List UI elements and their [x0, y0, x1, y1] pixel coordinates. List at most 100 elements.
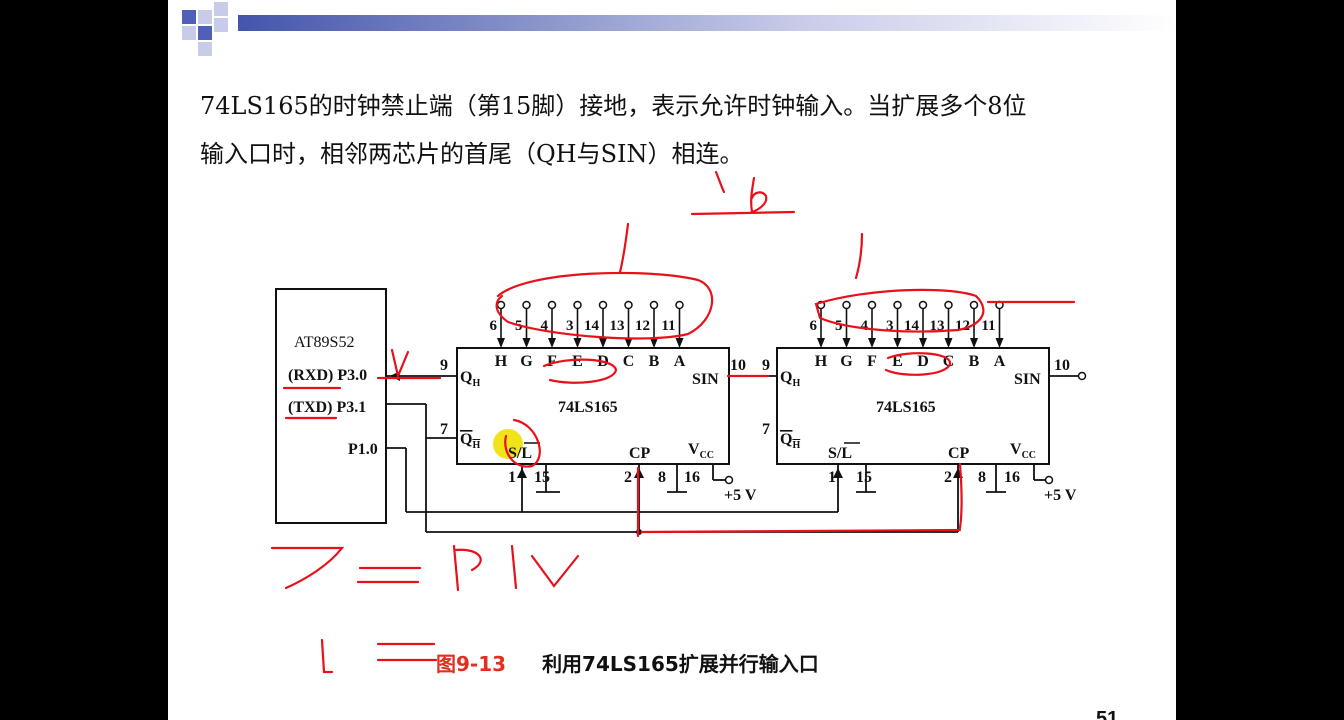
chip-1-input-arrow	[497, 338, 505, 348]
mcu-block	[275, 288, 387, 524]
chip-1-input-label: B	[649, 353, 660, 370]
chip-1-input-terminal	[573, 300, 582, 310]
chip-2-input-arrow	[995, 338, 1004, 348]
page-number: 51	[1096, 708, 1119, 720]
chip-2-vcc-sub: CC	[1022, 450, 1036, 461]
chip-1-qhbar-q: Q	[460, 431, 472, 448]
chip-1-pin-number: 14	[584, 318, 600, 334]
figure-title: 利用74LS165扩展并行输入口	[542, 652, 819, 676]
chip-1-vcc-sub: CC	[700, 450, 714, 461]
chip-1-qh-sub: H	[472, 378, 480, 389]
chip-1-input-label: E	[572, 353, 583, 370]
highlight-dot	[493, 429, 523, 459]
chip-1-supply: +5 V	[724, 487, 757, 504]
body-text-line-2: 输入口时，相邻两芯片的首尾（QH与SIN）相连。	[200, 140, 744, 168]
chip-1-input-label: F	[547, 353, 557, 370]
chip-1: 74LS165 QH QH S/L CP VCC SIN 9 10 7 1 15…	[385, 300, 958, 535]
chip-1-input-terminal	[522, 300, 531, 310]
chip-2-input-terminal	[918, 300, 928, 310]
chip-2-qh: QH	[780, 369, 800, 389]
chip-1-input-terminal	[624, 300, 633, 310]
chip-2-pin10: 10	[1054, 357, 1070, 374]
chip-2-pin2: 2	[944, 469, 952, 486]
chip-1-vcc: VCC	[688, 441, 714, 461]
chip-1-input-label: H	[495, 353, 508, 370]
chip-2-pin-number: 14	[904, 318, 920, 334]
chip-1-pin2: 2	[624, 469, 632, 486]
chip-1-input-label: C	[623, 353, 635, 370]
chip-2-input-arrow	[817, 338, 825, 348]
chip-1-input-terminal	[496, 300, 506, 310]
chip-2-input-arrow	[970, 338, 978, 348]
chip-1-pin16: 16	[684, 469, 700, 486]
chip-2-pin15: 15	[856, 469, 872, 486]
chip-1-pin-number: 3	[566, 318, 574, 334]
slide: 74LS165的时钟禁止端（第15脚）接地，表示允许时钟输入。当扩展多个8位 输…	[168, 0, 1176, 720]
chip-2-qh-q: Q	[780, 369, 792, 386]
chip-2-input-terminal	[867, 300, 877, 310]
chip-2-input-terminal	[969, 300, 979, 310]
chip-2-pin-number: 12	[955, 318, 970, 334]
chip-2-input-arrow	[842, 338, 851, 348]
chip-2-pin-number: 5	[835, 318, 843, 334]
chip-1-pin15: 15	[534, 469, 550, 486]
chip-2-input-terminal	[944, 300, 953, 310]
chip-1-pin1: 1	[508, 469, 516, 486]
chip-1-input-terminal	[675, 300, 684, 310]
chip-2-input-arrow	[919, 338, 927, 348]
chip-2-pin-number: 11	[981, 318, 995, 334]
chip-1-qhbar: QH	[460, 431, 480, 451]
chip-1-input-arrow	[599, 338, 607, 348]
chip-2-qhbar-sub: H	[792, 440, 800, 451]
chip-2-supply: +5 V	[1044, 487, 1077, 504]
chip-2-vcc: VCC	[1010, 441, 1036, 461]
chip-2-pin7: 7	[762, 421, 770, 438]
chip-2-input-arrow	[893, 338, 902, 348]
chip-1-cp: CP	[629, 445, 651, 462]
chip-1-pin-number: 6	[490, 318, 498, 334]
chip-2-pin-number: 6	[810, 318, 818, 334]
chip-2-pin8: 8	[978, 469, 986, 486]
circuit-diagram: AT89S52 (RXD) P3.0 (TXD) P3.1 P1.0 74LS1…	[270, 170, 1087, 674]
chip-2: 74LS165 QH QH S/L CP VCC SIN 9 10 7 1 15…	[762, 300, 1087, 532]
chip-1-pin9: 9	[440, 357, 448, 374]
chip-2-input-arrow	[868, 338, 876, 348]
chip-2-input-terminal	[893, 300, 902, 310]
chip-2-pin-number: 3	[886, 318, 894, 334]
chip-1-pin10: 10	[730, 357, 746, 374]
chip-2-qhbar: QH	[780, 431, 800, 451]
chip-1-input-terminal	[598, 300, 608, 310]
chip-1-input-arrow	[650, 338, 658, 348]
chip-1-qh-q: Q	[460, 369, 472, 386]
chip-2-input-label: G	[840, 353, 853, 370]
chip-1-name: 74LS165	[558, 399, 618, 416]
body-text-line-1: 74LS165的时钟禁止端（第15脚）接地，表示允许时钟输入。当扩展多个8位	[200, 92, 1027, 120]
mcu-p10-label: P1.0	[348, 441, 378, 458]
chip-1-pin7: 7	[440, 421, 448, 438]
chip-1-pin-number: 4	[541, 318, 549, 334]
chip-2-name: 74LS165	[876, 399, 936, 416]
chip-1-qhbar-sub: H	[472, 440, 480, 451]
chip-2-input-terminal	[842, 300, 851, 310]
chip-2-pin9: 9	[762, 357, 770, 374]
chip-2-pin16: 16	[1004, 469, 1020, 486]
chip-2-cp: CP	[948, 445, 970, 462]
chip-2-vcc-v: V	[1010, 441, 1022, 458]
chip-2-qhbar-q: Q	[780, 431, 792, 448]
chip-2-input-label: F	[867, 353, 877, 370]
chip-1-input-arrow	[548, 338, 556, 348]
title-bar-decoration	[182, 2, 1176, 56]
chip-1-input-arrow	[624, 338, 633, 348]
chip-1-sl: S/L	[508, 445, 532, 462]
chip-1-vcc-v: V	[688, 441, 700, 458]
chip-1-pin-number: 11	[661, 318, 675, 334]
chip-2-input-label: E	[892, 353, 903, 370]
chip-1-pin8: 8	[658, 469, 666, 486]
chip-1-input-terminal	[649, 300, 659, 310]
chip-2-sl: S/L	[828, 445, 852, 462]
chip-1-input-arrow	[675, 338, 684, 348]
chip-2-sin: SIN	[1014, 371, 1041, 388]
chip-1-input-terminal	[547, 300, 557, 310]
chip-2-input-label: H	[815, 353, 828, 370]
